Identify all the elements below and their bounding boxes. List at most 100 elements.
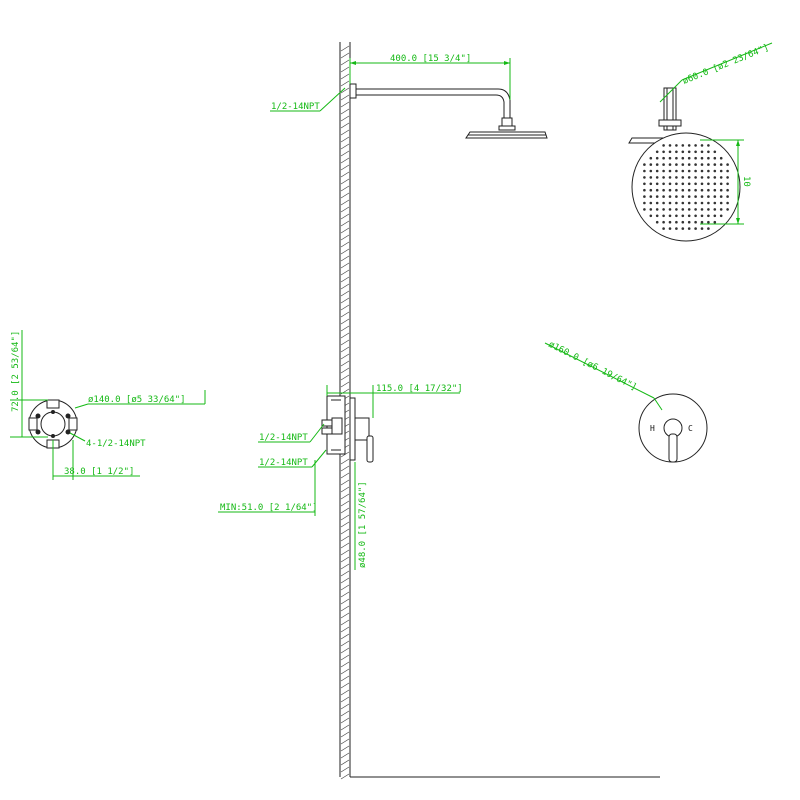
nozzle-hole [643, 169, 646, 173]
trim-plate-diameter-label: ø160.0 [ø6 19/64"] [547, 340, 638, 393]
nozzle-hole [719, 195, 723, 198]
nozzle-hole [707, 201, 710, 205]
wall-hatch-line [340, 535, 350, 542]
nozzle-hole [713, 182, 717, 186]
shower-head-front-view [628, 87, 741, 242]
wall-hatch-line [340, 738, 350, 745]
wall-hatch-line [340, 52, 350, 59]
nozzle-hole [707, 195, 710, 198]
nozzle-hole [713, 220, 717, 224]
nozzle-hole [687, 176, 691, 179]
nozzle-hole [694, 182, 697, 186]
wall-hatch-line [340, 283, 350, 290]
nozzle-hole [643, 195, 646, 198]
nozzle-hole [649, 169, 653, 173]
nozzle-hole [675, 208, 678, 211]
wall-hatch-line [340, 549, 350, 556]
nozzle-hole [700, 201, 704, 205]
nozzle-hole [649, 188, 653, 192]
nozzle-hole [687, 214, 691, 218]
nozzle-hole [694, 163, 697, 166]
nozzle-hole [668, 163, 672, 166]
wall-hatch-line [340, 514, 350, 521]
nozzle-hole [675, 169, 678, 173]
nozzle-hole [713, 176, 717, 179]
wall-hatch-line [340, 759, 350, 766]
nozzle-hole [713, 156, 717, 160]
hot-mark: H [650, 424, 655, 433]
nozzle-hole [681, 208, 685, 211]
nozzle-hole [662, 163, 665, 166]
wall-hatch-line [340, 150, 350, 157]
wall-hatch-line [340, 101, 350, 108]
nozzle-hole [687, 156, 691, 160]
nozzle-hole [675, 195, 678, 198]
wall-hatch-line [340, 311, 350, 318]
nozzle-hole [726, 169, 729, 173]
wall-section [339, 42, 660, 780]
trim-plate-front-view: H C [638, 393, 708, 463]
nozzle-hole [649, 201, 653, 205]
nozzle-hole [675, 150, 678, 154]
wall-hatch-line [340, 199, 350, 206]
wall-hatch-line [340, 304, 350, 311]
wall-hatch-line [340, 220, 350, 227]
nozzle-hole [681, 156, 685, 160]
wall-hatch-line [340, 542, 350, 549]
body-height-dimension: 72.0 [2 53/64"] [10, 330, 48, 438]
nozzle-hole [694, 208, 697, 211]
nozzle-hole [681, 182, 685, 186]
wall-hatch-line [340, 486, 350, 493]
nozzle-hole [681, 227, 685, 230]
nozzle-hole [649, 195, 653, 198]
nozzle-hole [713, 201, 717, 205]
nozzle-hole [700, 188, 704, 192]
nozzle-hole [700, 150, 704, 154]
nozzle-hole [668, 214, 672, 218]
wall-hatch-line [340, 297, 350, 304]
wall-hatch-line [340, 255, 350, 262]
nozzle-hole [719, 188, 723, 192]
nozzle-hole [655, 176, 659, 179]
wall-hatch-line [340, 668, 350, 675]
nozzle-hole [662, 182, 665, 186]
arm-length-label: 400.0 [15 3/4"] [390, 54, 471, 64]
wall-hatch-line [340, 612, 350, 619]
nozzle-hole [668, 208, 672, 211]
wall-hatch-line [340, 507, 350, 514]
nozzle-hole [643, 188, 646, 192]
nozzle-hole [668, 227, 672, 230]
nozzle-hole [662, 227, 665, 230]
nozzle-hole [681, 176, 685, 179]
nozzle-hole [687, 182, 691, 186]
wall-hatch-line [340, 227, 350, 234]
nozzle-hole [707, 144, 710, 147]
nozzle-hole [713, 214, 717, 218]
nozzle-hole [726, 208, 729, 211]
nozzle-hole [707, 182, 710, 186]
nozzle-hole [726, 188, 729, 192]
nozzle-hole [681, 163, 685, 166]
nozzle-hole [719, 169, 723, 173]
wall-hatch-line [340, 213, 350, 220]
nozzle-hole [694, 227, 697, 230]
nozzle-hole [700, 169, 704, 173]
arm-thread-callout: 1/2-14NPT [270, 87, 346, 112]
nozzle-hole [662, 214, 665, 218]
wall-hatch-line [340, 129, 350, 136]
nozzle-hole [707, 163, 710, 166]
nozzle-hole [675, 220, 678, 224]
nozzle-hole [687, 188, 691, 192]
nozzle-hole [655, 163, 659, 166]
wall-hatch-line [340, 45, 350, 52]
head-thickness-dimension: 10 [700, 139, 751, 225]
wall-hatch-line [340, 570, 350, 577]
wall-hatch-line [340, 248, 350, 255]
nozzle-hole [681, 201, 685, 205]
wall-hatch-line [340, 647, 350, 654]
nozzle-hole [643, 176, 646, 179]
valve-inlet-bottom-label: 1/2-14NPT [259, 458, 308, 468]
nozzle-hole [668, 156, 672, 160]
wall-hatch-line [340, 66, 350, 73]
head-diameter-callout: ø60.0 [ø2 23/64"] [659, 42, 773, 103]
